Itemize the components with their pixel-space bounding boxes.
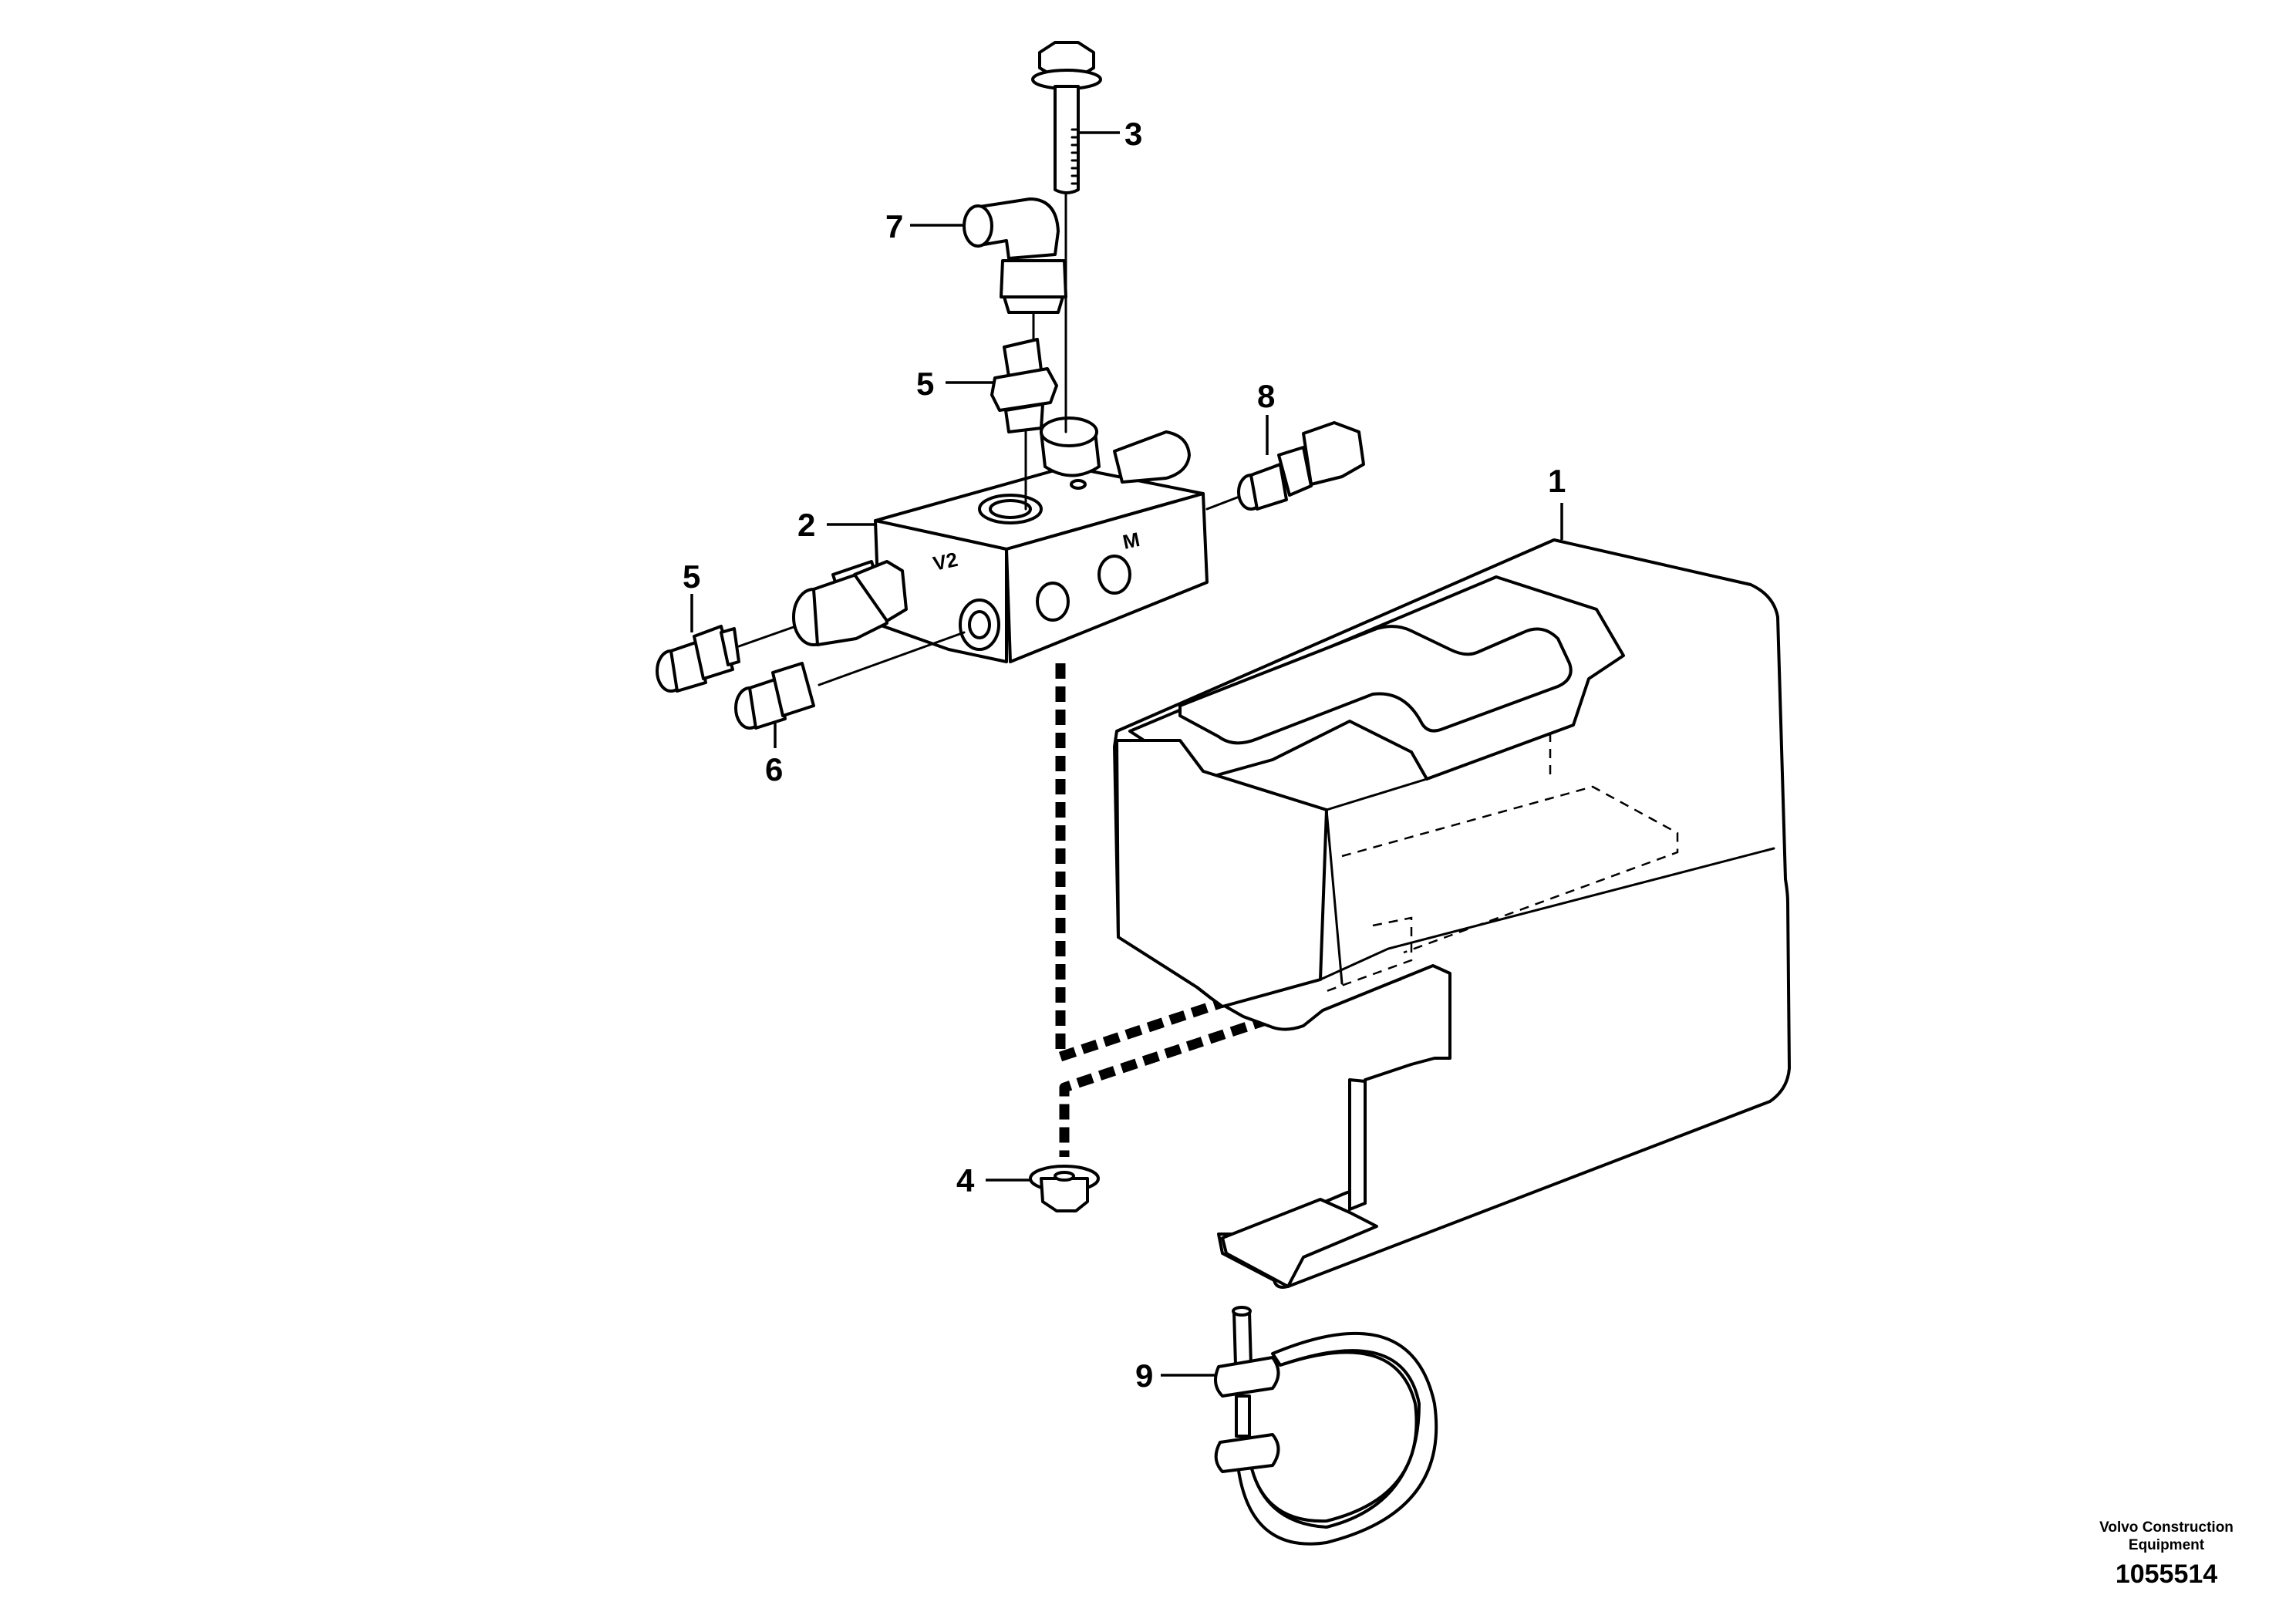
- adapter-top-thread: [1004, 403, 1044, 433]
- valve-block: V2 M: [831, 416, 1209, 663]
- elbow-port: [963, 204, 993, 248]
- callout-8: 8: [1257, 378, 1275, 414]
- port-label-v2: V2: [931, 548, 959, 575]
- side-fitting-axis: [1205, 494, 1245, 511]
- clamp-band-edge: [1249, 1351, 1418, 1523]
- callout-numbers: 1 2 3 4 5 5 6 7 8 9: [683, 116, 1566, 1394]
- elbow-nut: [1000, 259, 1067, 298]
- callout-6: 6: [765, 751, 783, 787]
- callout-7: 7: [885, 208, 903, 244]
- cover-foot-flange: [1221, 1198, 1378, 1288]
- illustration-reference-number: 1055514: [2115, 1560, 2218, 1589]
- callout-1: 1: [1548, 463, 1566, 499]
- elbow-fitting: [963, 197, 1067, 341]
- side-plug: [1113, 430, 1191, 484]
- connector-lower-axis: [818, 631, 966, 686]
- connector-lower-hex: [771, 662, 815, 717]
- clamp-screw: [1232, 1310, 1253, 1367]
- callout-5-left: 5: [683, 558, 700, 595]
- side-fitting-nut: [1302, 421, 1365, 486]
- side-fitting: [1205, 421, 1365, 511]
- callout-2: 2: [797, 507, 815, 543]
- hose-clamp: [1214, 1306, 1438, 1546]
- connector-lower: [734, 631, 966, 730]
- bolt-hole: [1070, 479, 1087, 490]
- front-port-1: [1036, 582, 1070, 622]
- callout-3: 3: [1124, 116, 1142, 152]
- connector-left: [656, 617, 819, 693]
- clamp-barrel-upper: [1214, 1356, 1280, 1398]
- adapter-top-hex: [990, 367, 1058, 412]
- callout-4: 4: [956, 1162, 975, 1199]
- callout-9: 9: [1135, 1357, 1153, 1394]
- check-valve-nut: [853, 560, 908, 622]
- cover-hidden-edges: [1326, 733, 1679, 993]
- cover-front-face: [1115, 739, 1328, 1008]
- adapter-top: [990, 338, 1058, 511]
- check-valve: [792, 560, 908, 646]
- flange-nut-hole: [1054, 1171, 1075, 1182]
- top-port-ring-inner: [989, 499, 1032, 519]
- cover-window-cutout: [1178, 625, 1573, 745]
- callout-leaders: [690, 131, 1563, 1377]
- cover-fold-edge: [1319, 777, 1775, 985]
- credit-block: Volvo Construction Equipment 1055514: [2066, 1519, 2267, 1591]
- callout-5-top: 5: [916, 366, 934, 402]
- manufacturer-label: Volvo Construction Equipment: [2099, 1519, 2234, 1553]
- valve-cartridge-cap: [1040, 416, 1098, 447]
- flange-nut-hex: [1040, 1177, 1089, 1212]
- clamp-screw-lower: [1235, 1394, 1251, 1438]
- elbow-nut-lower: [1003, 295, 1064, 314]
- elbow-body: [978, 197, 1060, 260]
- flange-nut: [1029, 1165, 1100, 1212]
- bolt-shank: [1054, 85, 1080, 194]
- bolt-thread: [1070, 128, 1080, 185]
- clamp-screw-head: [1232, 1306, 1252, 1317]
- bolt: [1031, 41, 1102, 433]
- m-port: [1097, 555, 1131, 595]
- cover-bottom-leg: [1348, 1078, 1367, 1211]
- side-fitting-body: [1249, 463, 1288, 511]
- cover-bracket: [1113, 538, 1791, 1289]
- v2-port-inner: [968, 610, 991, 639]
- clamp-barrel-lower: [1214, 1433, 1280, 1473]
- connector-left-thread: [720, 627, 740, 666]
